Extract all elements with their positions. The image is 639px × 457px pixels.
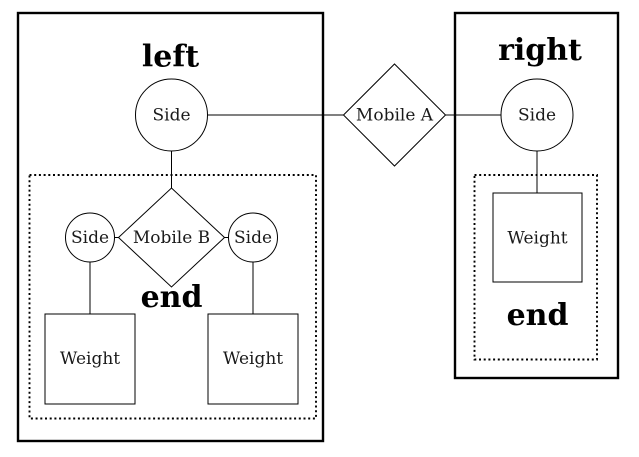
mobile-b-diamond-node bbox=[117, 187, 226, 288]
right-end-group-title: end bbox=[507, 298, 569, 333]
right-end-group-box bbox=[473, 174, 598, 361]
left-end-group-title: end bbox=[141, 280, 203, 315]
rightpanel-weight-label: Weight bbox=[507, 229, 567, 249]
right-panel-title: right bbox=[498, 33, 582, 68]
left-weight-square-node bbox=[44, 313, 136, 405]
left-weight-label: Weight bbox=[60, 349, 120, 369]
right-weight-square-node bbox=[207, 313, 299, 405]
right-weight-label: Weight bbox=[223, 349, 283, 369]
left-top-side-circle-node bbox=[135, 78, 208, 152]
mobile-a-diamond-node bbox=[342, 63, 447, 167]
left-end-group-box bbox=[28, 174, 317, 420]
right-inner-side-circle-node bbox=[228, 212, 278, 263]
right-panel-box bbox=[453, 11, 620, 380]
left-inner-side-circle-node bbox=[65, 212, 115, 263]
right-inner-side-label: Side bbox=[234, 228, 272, 248]
mobile-a-label: Mobile A bbox=[356, 106, 434, 126]
left-top-side-label: Side bbox=[152, 106, 190, 126]
right-side-label: Side bbox=[518, 106, 556, 126]
left-panel-box bbox=[16, 11, 325, 443]
right-side-circle-node bbox=[500, 78, 574, 152]
left-panel-title: left bbox=[142, 40, 199, 75]
rightpanel-weight-square-node bbox=[492, 192, 583, 283]
left-inner-side-label: Side bbox=[71, 228, 109, 248]
mobile-b-label: Mobile B bbox=[133, 228, 210, 248]
